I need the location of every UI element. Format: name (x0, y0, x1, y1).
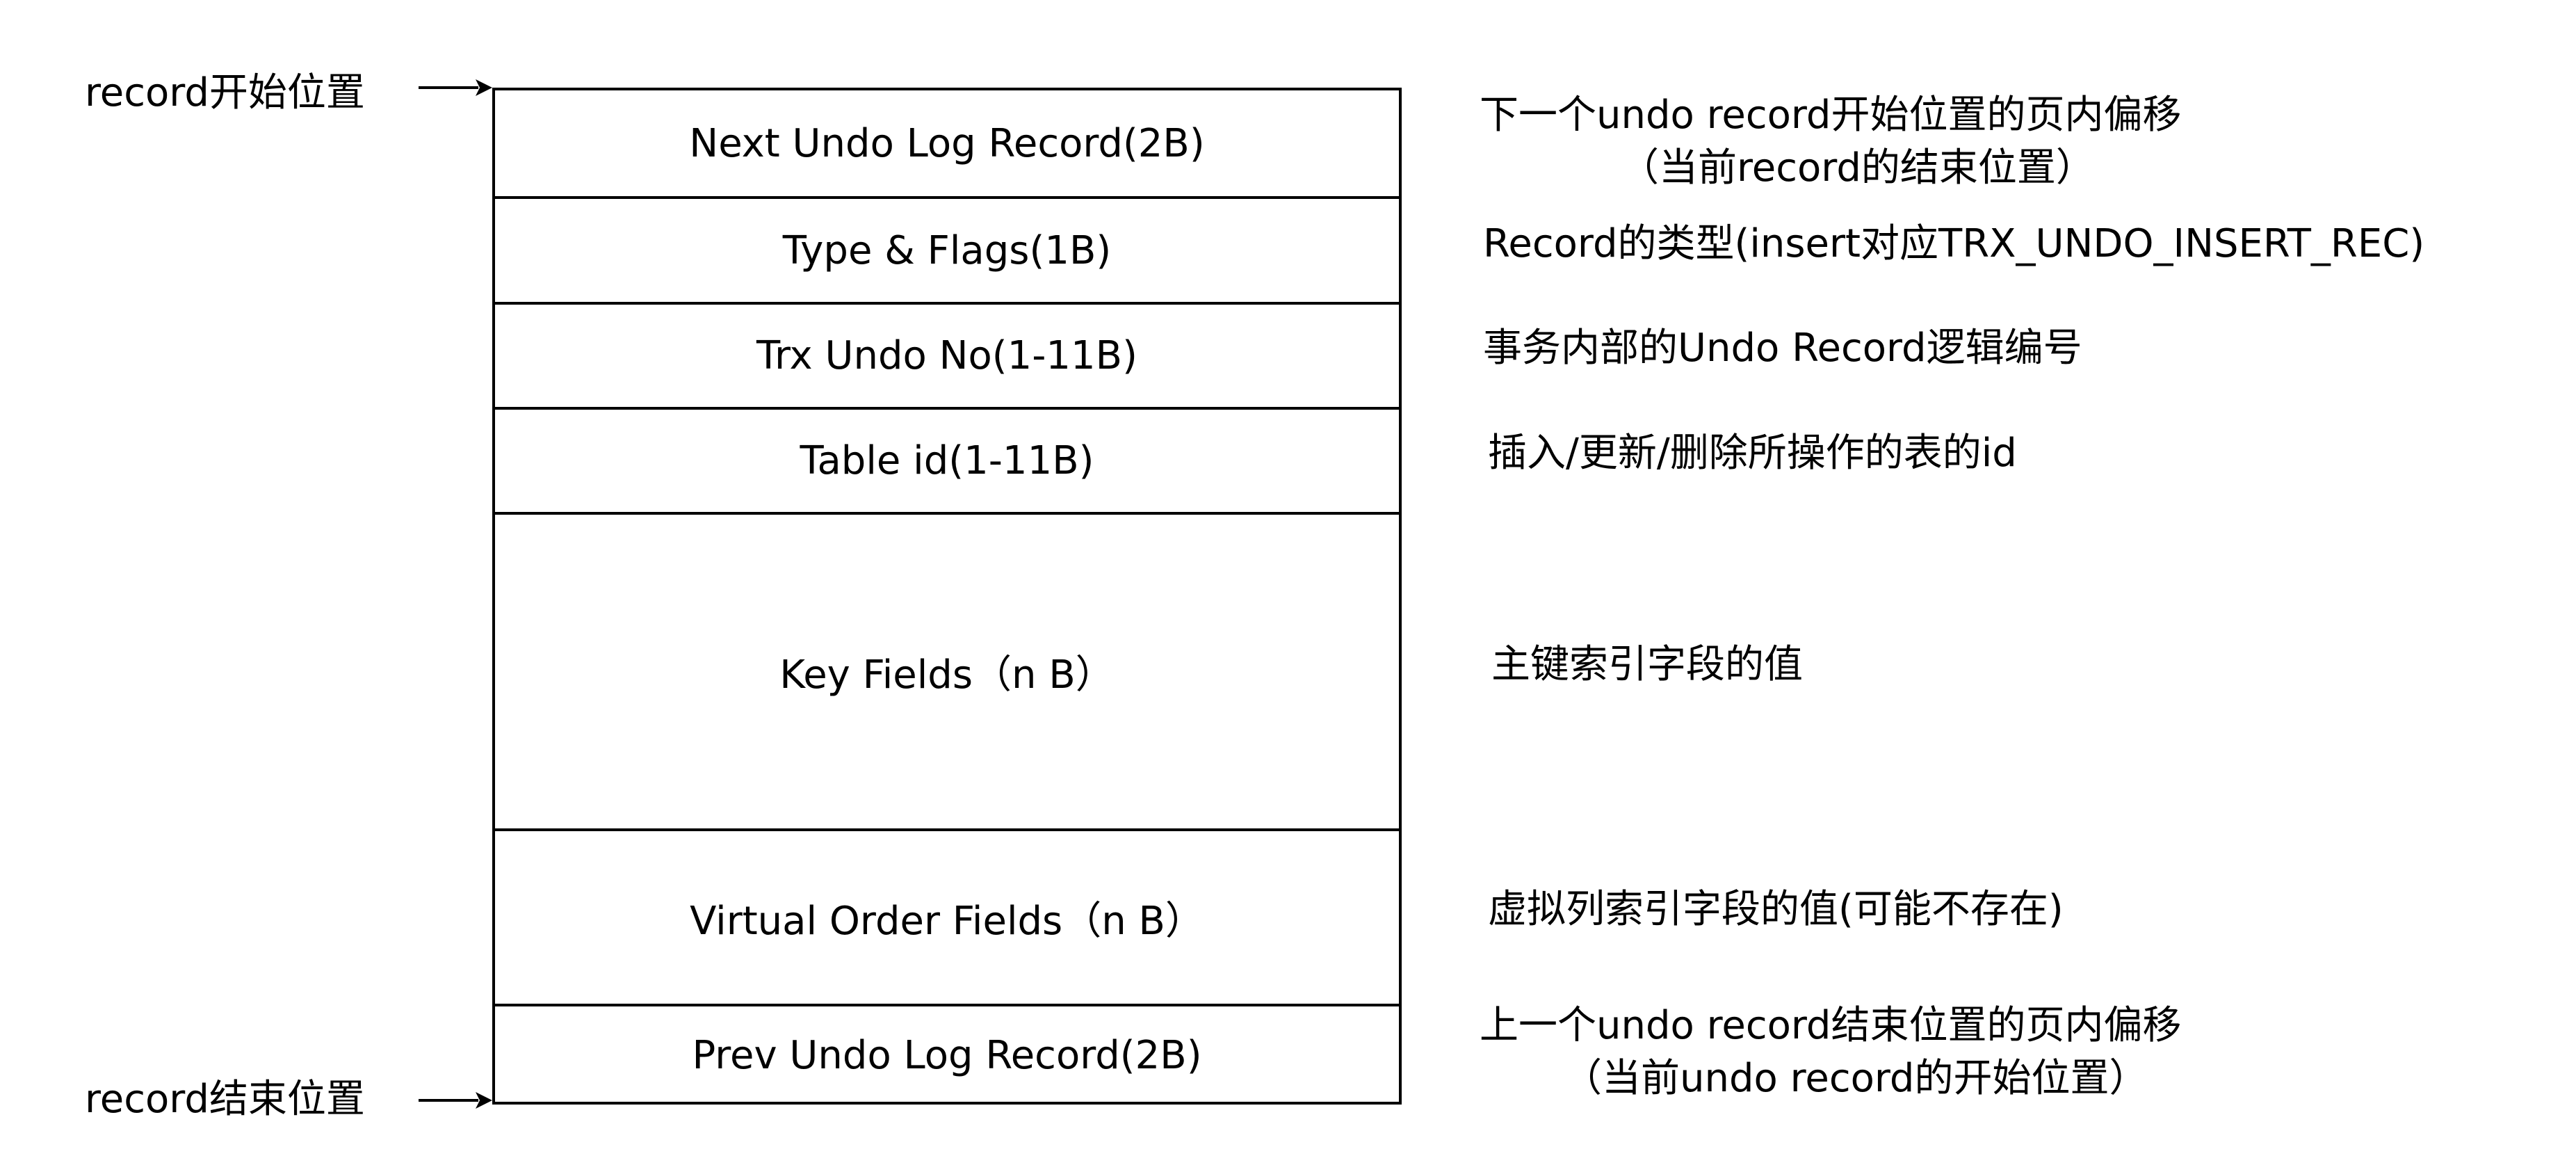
desc-trx-undo-no: 事务内部的Undo Record逻辑编号 (1483, 326, 2082, 371)
start-arrow (419, 79, 492, 96)
desc-prev-undo-log-record: 上一个undo record结束位置的页内偏移 (1480, 1003, 2182, 1048)
desc-next-undo-log-record-note: （当前record的结束位置） (1620, 145, 2095, 191)
field-prev-undo-log-record: Prev Undo Log Record(2B) (495, 1004, 1399, 1105)
desc-type-flags: Record的类型(insert对应TRX_UNDO_INSERT_REC) (1483, 221, 2425, 266)
desc-prev-undo-log-record-note: （当前undo record的开始位置） (1563, 1056, 2148, 1101)
field-type-flags: Type & Flags(1B) (495, 196, 1399, 302)
desc-key-fields: 主键索引字段的值 (1491, 642, 1803, 687)
desc-table-id: 插入/更新/删除所操作的表的id (1488, 431, 2017, 476)
field-trx-undo-no: Trx Undo No(1-11B) (495, 302, 1399, 407)
desc-next-undo-log-record: 下一个undo record开始位置的页内偏移 (1480, 93, 2182, 138)
desc-virtual-order-fields: 虚拟列索引字段的值(可能不存在) (1488, 887, 2064, 932)
field-next-undo-log-record: Next Undo Log Record(2B) (689, 120, 1205, 166)
end-arrow (419, 1092, 492, 1109)
field-virtual-order-fields: Virtual Order Fields（n B） (495, 828, 1399, 1004)
record-start-label: record开始位置 (85, 70, 365, 115)
record-end-label: record结束位置 (85, 1077, 365, 1122)
field-key-fields: Key Fields（n B） (495, 512, 1399, 828)
undo-record-structure: Next Undo Log Record(2B) Type & Flags(1B… (492, 88, 1402, 1105)
field-table-id: Table id(1-11B) (495, 407, 1399, 512)
